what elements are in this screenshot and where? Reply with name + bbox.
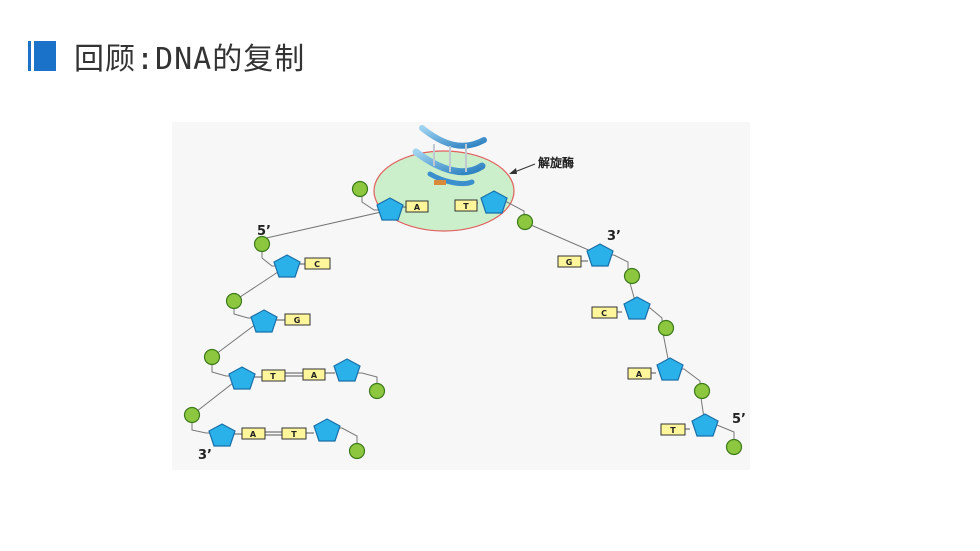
- sugar-pentagon: [376, 197, 404, 221]
- sugar-pentagon: [656, 357, 684, 381]
- sugar-pentagon: [228, 366, 256, 390]
- bases: [241, 199, 686, 440]
- sugar-pentagon: [313, 418, 341, 442]
- dna-replication-diagram: 解旋酶: [172, 122, 750, 470]
- phosphate-circle: [203, 348, 221, 366]
- phosphates: [183, 180, 743, 460]
- phosphate-circle: [725, 438, 743, 456]
- phosphate-circle: [516, 213, 534, 231]
- base-letters: A T C G T A A T G C A T: [250, 202, 676, 439]
- base-letter: G: [566, 258, 573, 267]
- dna-helix-icon: [412, 125, 487, 187]
- phosphate-circle: [183, 406, 201, 424]
- helicase-label: 解旋酶: [538, 155, 574, 170]
- base-letter: A: [250, 430, 257, 439]
- base-letter: C: [314, 260, 320, 269]
- base-letter: G: [294, 316, 301, 325]
- sugar-pentagon: [623, 296, 651, 320]
- base-letter: A: [636, 370, 643, 379]
- slide-title: 回顾:DNA的复制: [74, 42, 306, 77]
- strand-end-label: 5’: [732, 412, 746, 427]
- sugar-pentagon: [586, 243, 614, 267]
- sugar-pentagon: [480, 190, 508, 214]
- phosphate-circle: [351, 180, 369, 198]
- phosphate-circle: [348, 442, 366, 460]
- base-letter: C: [601, 309, 607, 318]
- base-letter: T: [291, 430, 297, 439]
- base-letter: T: [670, 426, 676, 435]
- base-letter: T: [270, 372, 276, 381]
- strand-end-label: 3’: [607, 229, 621, 244]
- phosphate-circle: [225, 292, 243, 310]
- sugar-pentagon: [208, 423, 236, 447]
- sugar-pentagon: [333, 358, 361, 382]
- sugar-pentagon: [273, 254, 301, 278]
- phosphate-circle: [368, 382, 386, 400]
- base-letter: A: [414, 203, 421, 212]
- phosphate-circle: [623, 267, 641, 285]
- strand-end-label: 3’: [198, 448, 212, 463]
- strand-end-label: 5’: [257, 224, 271, 239]
- phosphate-circle: [657, 319, 675, 337]
- slide-title-bar: 回顾:DNA的复制: [28, 34, 305, 78]
- base-letter: A: [311, 371, 318, 380]
- sugar-pentagon: [250, 309, 278, 333]
- phosphate-circle: [253, 235, 271, 253]
- sugar-pentagon: [691, 413, 719, 437]
- diagram-svg: 解旋酶: [183, 125, 746, 463]
- title-accent-mark: [28, 41, 56, 71]
- base-letter: T: [463, 202, 469, 211]
- phosphate-circle: [693, 382, 711, 400]
- sugars: [208, 190, 719, 447]
